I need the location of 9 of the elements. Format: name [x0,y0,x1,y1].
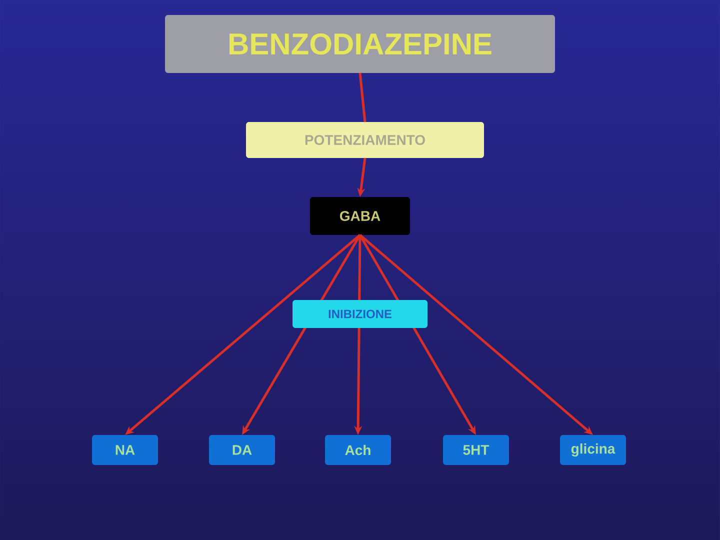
target-box: Ach [325,435,391,465]
target-box: DA [209,435,275,465]
title-box: BENZODIAZEPINE [165,15,555,73]
process-box: POTENZIAMENTO [246,122,484,158]
target-box: NA [92,435,158,465]
target-box: 5HT [443,435,509,465]
label-box: INIBIZIONE [292,300,428,328]
process-box: GABA [310,197,410,235]
target-box: glicina [560,435,626,465]
